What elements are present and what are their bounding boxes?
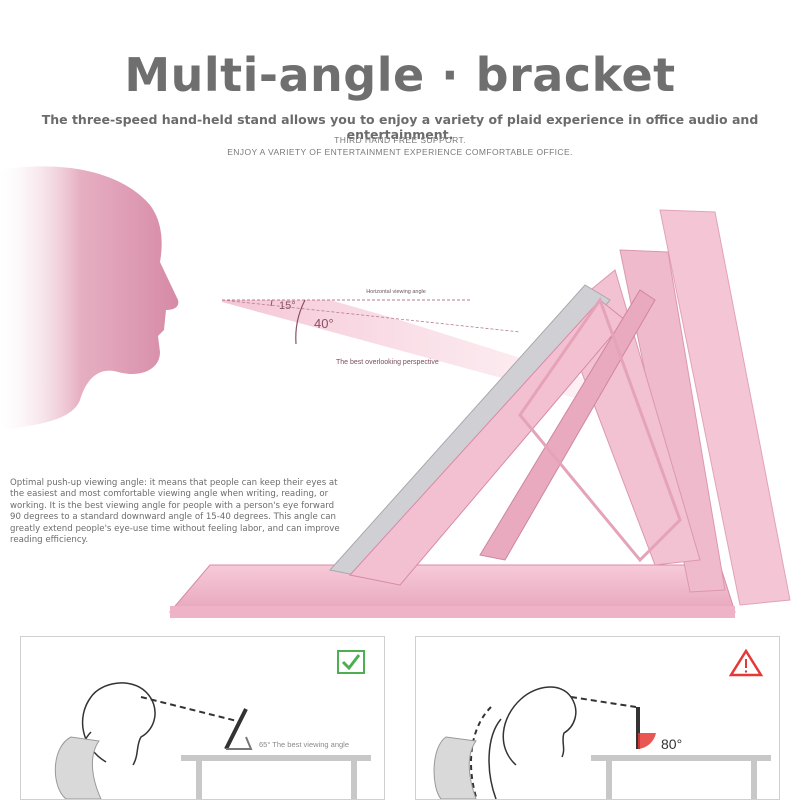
base-edge bbox=[170, 606, 735, 618]
page-title: Multi-angle · bracket bbox=[124, 48, 676, 102]
good-posture-panel: 65° The best viewing angle bbox=[20, 636, 385, 800]
viewing-angle-description: Optimal push-up viewing angle: it means … bbox=[10, 478, 340, 546]
caption-line-1: THIRD HAND FREE SUPPORT. bbox=[334, 135, 466, 145]
bad-angle-label: 80° bbox=[661, 736, 683, 752]
viewing-beam bbox=[222, 300, 590, 402]
bad-posture-illustration bbox=[433, 648, 771, 799]
horizontal-viewing-label: Horizontal viewing angle bbox=[366, 289, 426, 295]
good-posture-illustration bbox=[54, 650, 371, 799]
bad-posture-panel: 80° bbox=[415, 636, 780, 800]
overlook-label: The best overlooking perspective bbox=[336, 359, 439, 366]
check-icon bbox=[337, 650, 365, 674]
caption-line-2: ENJOY A VARIETY OF ENTERTAINMENT EXPERIE… bbox=[227, 147, 573, 157]
angle-15-label: 15° bbox=[279, 300, 296, 312]
angle-40-label: 40° bbox=[314, 316, 334, 331]
good-angle-label: 65° The best viewing angle bbox=[259, 740, 350, 749]
stand-illustration bbox=[0, 166, 791, 618]
tablet-far bbox=[659, 209, 791, 606]
angle-arc-40 bbox=[295, 299, 306, 345]
warning-icon bbox=[728, 648, 764, 677]
tablet-support bbox=[479, 289, 656, 561]
face-silhouette bbox=[0, 166, 179, 430]
angle-arc-15 bbox=[270, 299, 273, 307]
tablet-support2 bbox=[518, 296, 682, 563]
stand-base bbox=[168, 564, 736, 613]
page-subtitle: The three-speed hand-held stand allows y… bbox=[41, 112, 759, 142]
